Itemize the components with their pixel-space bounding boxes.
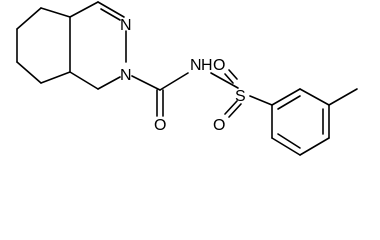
bond-ar-4 [299, 137, 330, 156]
bond-nh-s [210, 72, 239, 89]
atom-label-carbonyl-o: O [154, 117, 166, 134]
bond-s-o-right-a [224, 100, 238, 115]
atom-label-n2: N [120, 67, 132, 84]
bond-cp-1 [40, 7, 71, 18]
bond-cp-5 [40, 71, 71, 84]
bond-ar-double-3 [277, 133, 301, 149]
bond-cp-4 [16, 61, 42, 84]
bond-n2-c1 [97, 76, 121, 90]
bond-ar-1 [271, 88, 301, 106]
bond-s-o-left-a [224, 73, 234, 84]
bond-n2-carbonyl [131, 75, 161, 91]
atom-label-nh: N [190, 57, 202, 74]
atom-label-sulfonyl-o-bottom: O [213, 117, 225, 134]
bond-s-aryl [249, 95, 273, 106]
bond-carbonyl-nh [159, 72, 189, 91]
bond-s-o-right-b [228, 103, 242, 118]
bond-c4-n3-double [100, 8, 121, 21]
bond-ar-5 [271, 137, 301, 156]
bond-c4-n3 [97, 1, 125, 18]
bond-ar-double-1 [277, 95, 301, 110]
molecule-structure: N N N H O S O O [16, 1, 358, 156]
bond-c4a-c4 [69, 1, 99, 18]
molecule-canvas: N N N H O S O O [16, 1, 358, 156]
bond-cp-2 [16, 7, 42, 30]
bond-methyl [328, 88, 358, 106]
bond-s-o-left-b [228, 69, 238, 80]
atom-label-h: H [201, 57, 213, 74]
bond-c1-c7a [69, 71, 99, 90]
bond-ar-2 [299, 88, 330, 106]
atom-label-sulfur: S [235, 88, 246, 105]
atom-label-n3: N [120, 17, 132, 34]
atom-label-sulfonyl-o-top: O [213, 57, 225, 74]
